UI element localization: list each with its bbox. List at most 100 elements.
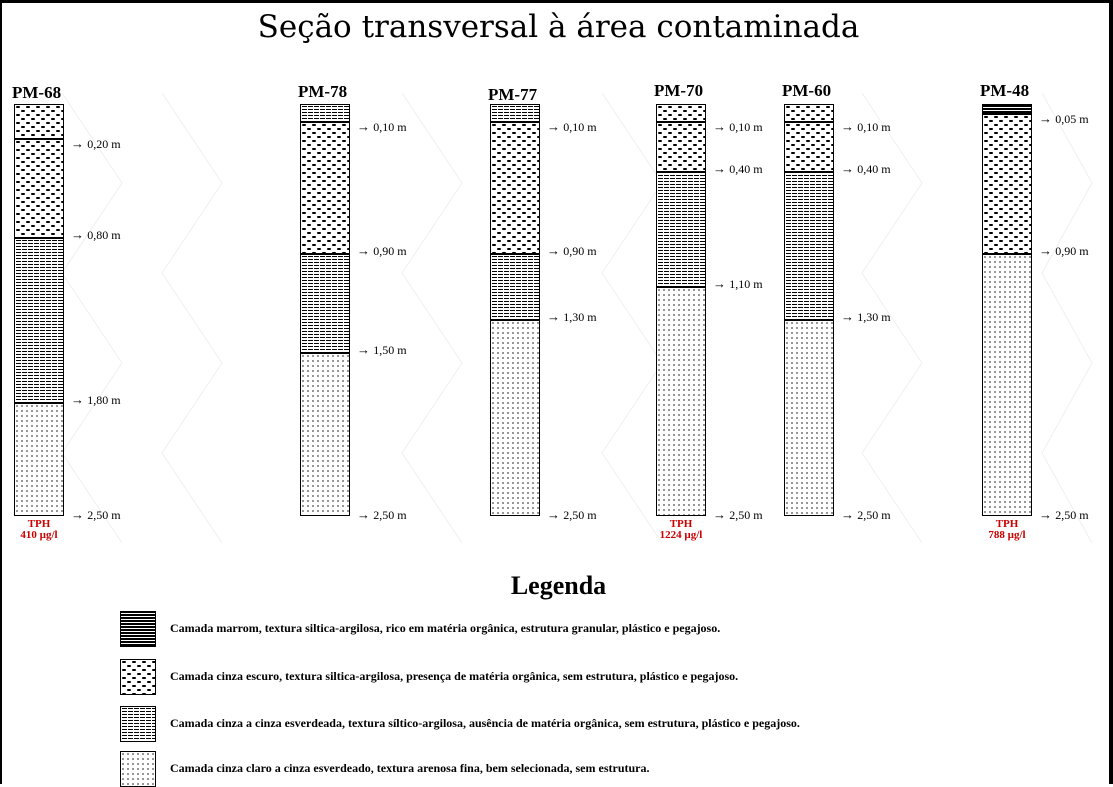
soil-layer [785,171,833,319]
legend-text: Camada cinza claro a cinza esverdeado, t… [170,761,650,775]
depth-value: 0,10 m [729,120,763,134]
depth-label: → 1,10 m [713,276,763,292]
well-name: PM-78 [298,82,348,101]
arrow-icon: → [841,161,858,176]
soil-layer [785,105,833,121]
arrow-icon: → [357,342,374,357]
depth-value: 0,40 m [857,162,891,176]
arrow-icon: → [547,119,564,134]
depth-label: → 0,40 m [841,161,891,177]
tph-label: TPH [995,518,1019,530]
well-name: PM-77 [488,85,538,104]
depth-value: 1,80 m [87,393,121,407]
arrow-icon: → [71,136,88,151]
depth-value: 1,30 m [563,310,597,324]
depth-value: 2,50 m [857,508,891,522]
arrow-icon: → [1039,243,1056,258]
depth-label: → 0,90 m [1039,243,1089,259]
legend-text: Camada marrom, textura siltica-argilosa,… [170,621,721,635]
well-name: PM-60 [782,81,832,100]
legend-swatch [120,611,156,647]
legend-item: Camada marrom, textura siltica-argilosa,… [120,611,1100,647]
depth-label: → 0,10 m [547,119,597,135]
legend-swatch [120,751,156,787]
depth-value: 0,05 m [1055,112,1089,126]
legend-swatch [120,659,156,695]
arrow-icon: → [547,309,564,324]
depth-value: 0,20 m [87,137,121,151]
arrow-icon: → [357,243,374,258]
soil-layer [301,352,349,515]
soil-layer [983,113,1031,253]
depth-value: 1,30 m [857,310,891,324]
depth-label: → 0,90 m [547,243,597,259]
tph-label: TPH [669,518,693,530]
soil-layer [657,105,705,121]
arrow-icon: → [713,507,730,522]
depth-label: → 0,40 m [713,161,763,177]
legend-item: Camada cinza escuro, textura siltica-arg… [120,659,1100,695]
well-name: PM-48 [980,81,1030,100]
soil-layer [301,253,349,352]
well-column [14,104,64,516]
soil-layer [657,121,705,171]
arrow-icon: → [841,309,858,324]
soil-layer [491,319,539,515]
depth-value: 0,10 m [373,120,407,134]
depth-label: → 2,50 m [71,507,121,523]
well-column [784,104,834,516]
depth-label: → 2,50 m [1039,507,1089,523]
depth-value: 1,50 m [373,343,407,357]
soil-layer [301,121,349,253]
soil-layer [983,105,1031,113]
depth-label: → 2,50 m [357,507,407,523]
depth-value: 2,50 m [729,508,763,522]
legend-text: Camada cinza a cinza esverdeada, textura… [170,716,800,730]
soil-layer [983,253,1031,515]
well-column [300,104,350,516]
depth-value: 0,40 m [729,162,763,176]
arrow-icon: → [547,243,564,258]
soil-layer [657,286,705,515]
depth-label: → 0,20 m [71,136,121,152]
depth-label: → 2,50 m [841,507,891,523]
arrow-icon: → [713,119,730,134]
soil-layer [491,121,539,253]
arrow-icon: → [357,507,374,522]
arrow-icon: → [1039,111,1056,126]
legend-swatch [120,706,156,742]
soil-layer [15,105,63,138]
depth-value: 2,50 m [563,508,597,522]
arrow-icon: → [547,507,564,522]
well-column [982,104,1032,516]
depth-value: 1,10 m [729,277,763,291]
arrow-icon: → [713,276,730,291]
depth-label: → 1,30 m [841,309,891,325]
depth-value: 2,50 m [1055,508,1089,522]
soil-layer [15,138,63,237]
arrow-icon: → [841,507,858,522]
legend-item: Camada cinza claro a cinza esverdeado, t… [120,751,1100,787]
soil-layer [785,319,833,515]
depth-value: 2,50 m [87,508,121,522]
depth-label: → 1,30 m [547,309,597,325]
tph-label: TPH [27,518,51,530]
well-column [656,104,706,516]
soil-layer [15,237,63,402]
well-name: PM-70 [654,81,704,100]
depth-value: 2,50 m [373,508,407,522]
tph-value: 788 µg/l [988,529,1026,541]
soil-layer [15,402,63,515]
depth-value: 0,90 m [1055,244,1089,258]
depth-label: → 2,50 m [713,507,763,523]
tph-value: 1224 µg/l [659,529,703,541]
arrow-icon: → [71,392,88,407]
depth-label: → 0,80 m [71,227,121,243]
depth-label: → 2,50 m [547,507,597,523]
depth-label: → 0,10 m [357,119,407,135]
soil-layer [301,105,349,121]
